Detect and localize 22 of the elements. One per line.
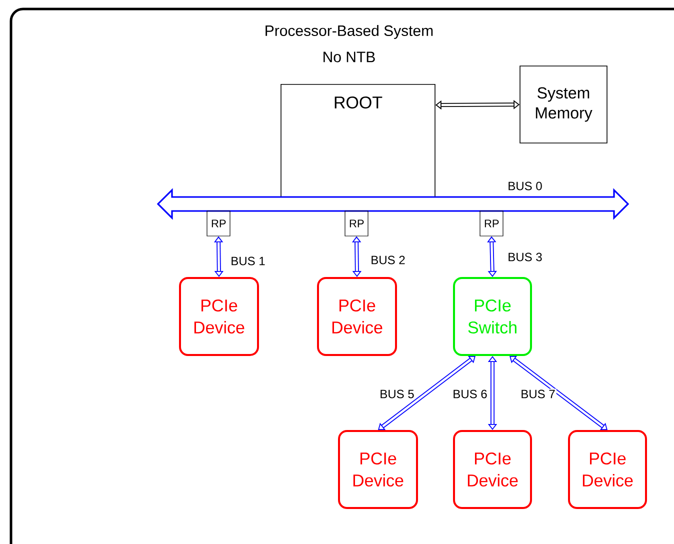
edge-label: BUS 6	[452, 388, 488, 400]
edge-label: BUS 7	[520, 388, 556, 400]
subtitle: No NTB	[324, 52, 375, 62]
edge-label: BUS 3	[506, 252, 544, 262]
device-box: PCIe Device	[453, 430, 532, 509]
memory-box: System Memory	[520, 66, 608, 144]
title: Processor-Based System	[266, 25, 433, 39]
device-box: PCIe Device	[338, 430, 418, 509]
root-port-box: RP	[206, 210, 230, 236]
root-port-box: RP	[480, 210, 504, 236]
device-box: PCIe Device	[179, 277, 259, 356]
edge-label: BUS 2	[370, 254, 406, 266]
edge-label: BUS 1	[230, 256, 266, 266]
double-arrow	[378, 356, 476, 430]
bus-label: BUS 0	[508, 182, 542, 190]
double-arrow	[488, 356, 498, 430]
switch-box: PCIe Switch	[453, 277, 532, 356]
root-port-box: RP	[344, 210, 368, 236]
device-box: PCIe Device	[317, 277, 397, 356]
device-box: PCIe Device	[568, 430, 647, 509]
edge-label: BUS 5	[378, 388, 416, 400]
double-arrow	[510, 356, 608, 430]
